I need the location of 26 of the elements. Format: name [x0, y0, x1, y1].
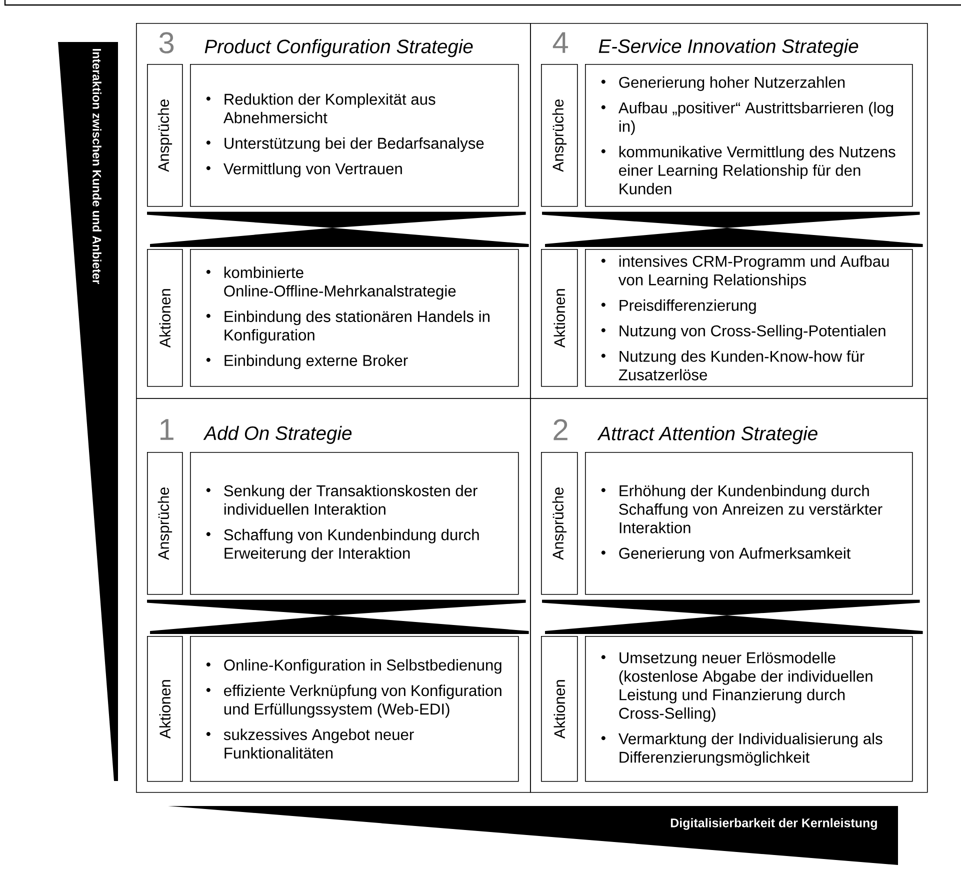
category-box: Aktionen [147, 248, 183, 387]
bullet-list-box: Reduktion der Komplexität aus Abnehmersicht Unterstützung bei der Bedarfsanalyse Vermittlung von Vertrauen [190, 64, 519, 207]
axis-label: Interaktion zwischen Kunde und Anbieter [92, 48, 102, 284]
bullet-list-box: Online-Konfiguration in Selbstbedienung effiziente Verknüpfung von Konfiguration und Erfüllungssystem (Web-EDI) sukzessives Angebot neuer Funktionalitäten [190, 636, 519, 782]
bullet-list-box: Senkung der Transaktionskosten der individuellen Interaktion Schaffung von Kundenbindung durch Erweiterung der Interaktion [190, 452, 519, 595]
bullet-list-box: Generierung hoher Nutzerzahlen Aufbau „positiver“ Austrittsbarrieren (log in) kommunikative Vermittlung des Nutzens einer Learning Relationship für den Kunden [585, 64, 913, 207]
category-box: Aktionen [541, 248, 578, 387]
category-box: Aktionen [541, 636, 578, 782]
category-box: Aktionen [147, 636, 183, 782]
axis-label: Digitalisierbarkeit der Kernleistung [670, 818, 877, 830]
wedge-arrow [542, 600, 920, 616]
bullet-list-box: intensives CRM-Programm und Aufbau von Learning Relationships Preisdifferenzierung Nutzung von Cross-Selling-Potentialen Nutzung des Kunden-Know-how für Zusatzerlöse [585, 248, 913, 387]
wedge-arrow [150, 228, 529, 247]
category-box: Ansprüche [541, 64, 578, 207]
category-box: Ansprüche [147, 452, 183, 595]
wedge-arrow [150, 615, 529, 634]
wedge-arrow [542, 212, 920, 228]
wedge-arrow [147, 600, 526, 616]
bullet-list-box: kombinierte Online-Offline-Mehrkanalstrategie Einbindung des stationären Handels in Konfiguration Einbindung externe Broker [190, 248, 519, 387]
bullet-list-box: Umsetzung neuer Erlösmodelle (kostenlose Abgabe der individuellen Leistung und Finanzierung durch Cross-Selling) Vermarktung der Individualisierung als Differenzierungsmöglichkeit [585, 636, 913, 782]
wedge-arrow [147, 212, 526, 228]
bullet-list-box: Erhöhung der Kundenbindung durch Schaffung von Anreizen zu verstärkter Interaktion Generierung von Aufmerksamkeit [585, 452, 913, 595]
category-box: Ansprüche [541, 452, 578, 595]
wedge-arrow [545, 615, 923, 634]
wedge-arrow [545, 228, 923, 247]
category-box: Ansprüche [147, 64, 183, 207]
